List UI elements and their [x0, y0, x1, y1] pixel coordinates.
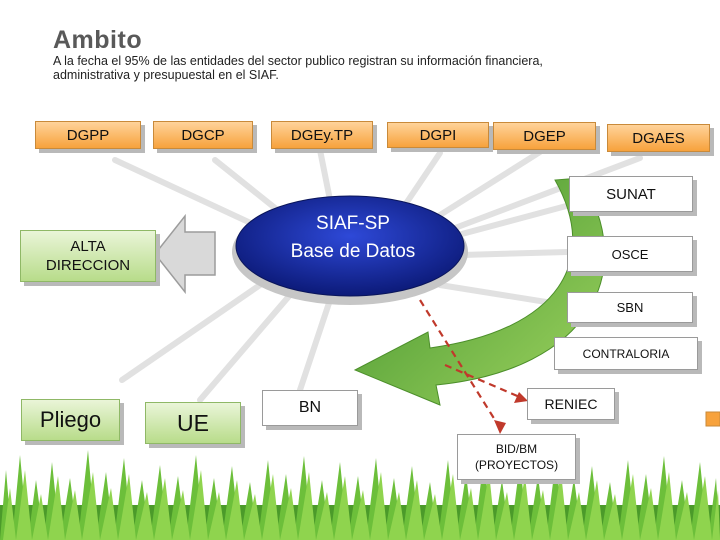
box-alta-direccion: ALTA DIRECCION	[20, 230, 156, 282]
box-dgaes: DGAES	[607, 124, 710, 152]
page-title: Ambito	[53, 26, 143, 54]
connector-dgpp	[112, 157, 258, 228]
box-dgpi: DGPI	[387, 122, 489, 148]
connector-bn	[297, 297, 333, 393]
connector-dgpi	[402, 150, 443, 208]
box-osce: OSCE	[567, 236, 693, 272]
bid-line1: BID/BM	[495, 442, 538, 456]
box-bid-bm: BID/BM (PROYECTOS)	[457, 434, 576, 480]
connector-sunat	[455, 202, 573, 238]
arrowhead-bid-icon	[494, 420, 506, 434]
connector-dgcp	[212, 157, 283, 215]
box-dgep: DGEP	[493, 122, 596, 150]
left-arrow-icon	[154, 213, 216, 295]
box-dgpp: DGPP	[35, 121, 141, 149]
connector-dgaes	[452, 155, 643, 231]
center-label-line1: SIAF-SP	[316, 213, 390, 234]
box-ue: UE	[145, 402, 241, 444]
connector-osce	[459, 249, 570, 258]
bid-line2: (PROYECTOS)	[474, 458, 559, 472]
center-label: SIAF-SP Base de Datos	[246, 210, 460, 266]
connector-ue	[197, 292, 293, 403]
box-sunat: SUNAT	[569, 176, 693, 212]
box-pliego: Pliego	[21, 399, 120, 441]
box-bn: BN	[262, 390, 358, 426]
grass-decoration	[0, 450, 720, 540]
box-dgcp: DGCP	[153, 121, 253, 149]
arrowhead-reniec-icon	[514, 392, 528, 403]
alta-direccion-line2: DIRECCION	[45, 257, 131, 274]
orange-square-icon	[705, 411, 720, 427]
box-reniec: RENIEC	[527, 388, 615, 420]
connector-pliego	[119, 282, 263, 383]
box-sbn: SBN	[567, 292, 693, 323]
connector-sbn	[437, 282, 568, 308]
center-label-line2: Base de Datos	[290, 241, 416, 262]
box-dgeytp: DGEy.TP	[271, 121, 373, 149]
box-contraloria: CONTRALORIA	[554, 337, 698, 370]
connector-dgep	[437, 149, 543, 218]
red-dashed-arrow-reniec	[444, 363, 523, 400]
page-subtitle: A la fecha el 95% de las entidades del s…	[53, 54, 543, 82]
alta-direccion-line1: ALTA	[70, 238, 106, 255]
connector-dgeytp	[317, 147, 333, 203]
center-ellipse	[235, 195, 465, 297]
red-dashed-arrow-bid	[419, 299, 501, 429]
